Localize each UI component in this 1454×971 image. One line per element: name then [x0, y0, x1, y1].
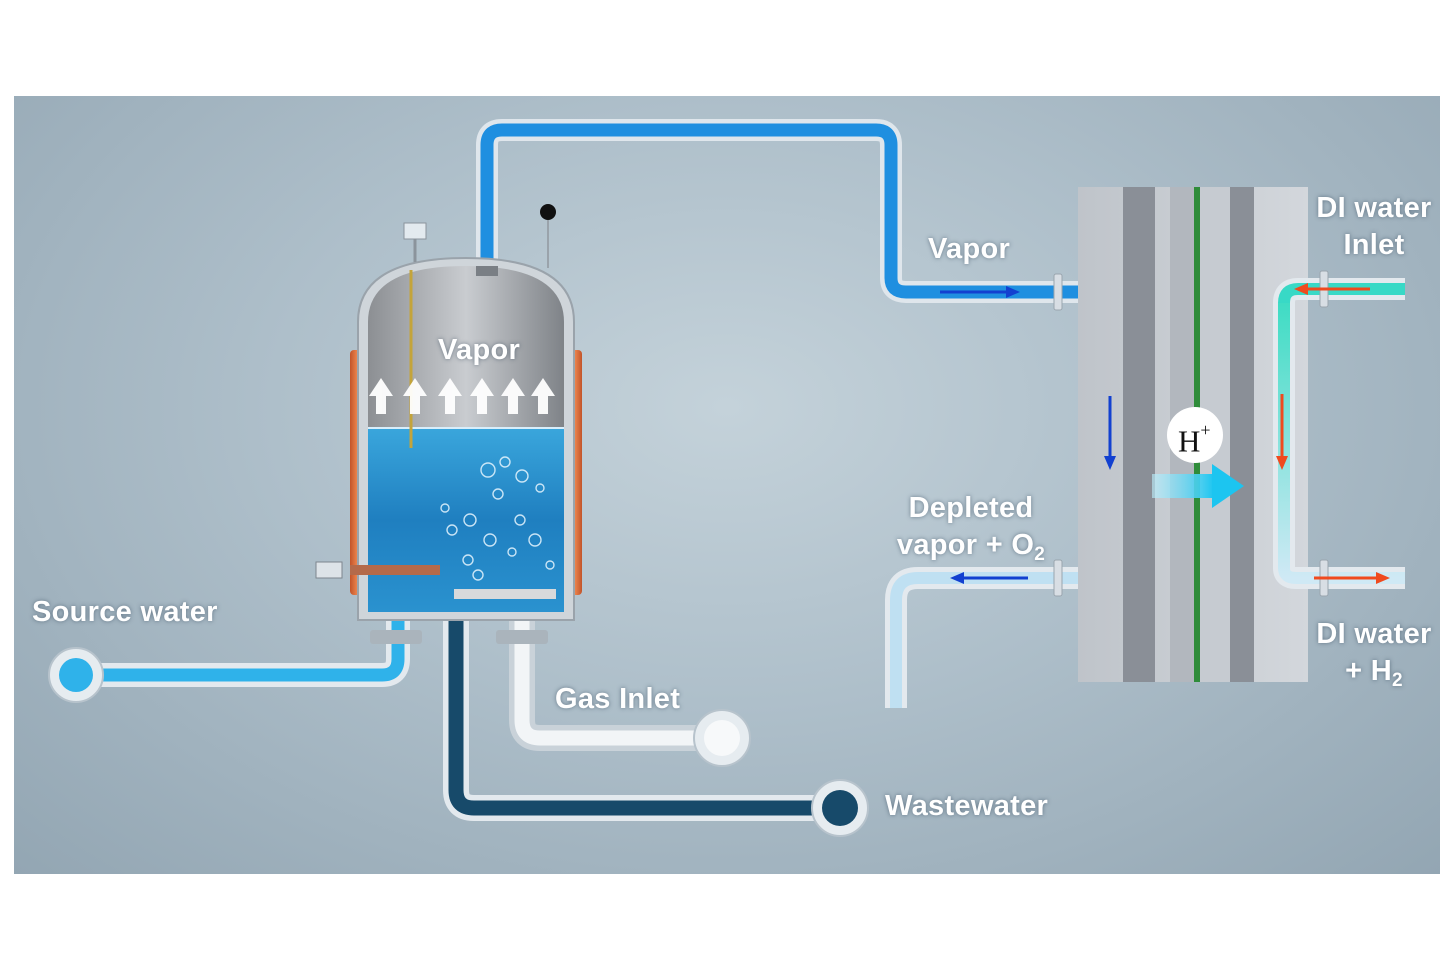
wastewater-label: Wastewater [885, 790, 1049, 822]
vapor-stream-label: Vapor [928, 233, 1011, 265]
vapor-flow-arrow [940, 286, 1116, 584]
water-volume [368, 428, 564, 612]
di-flow-arrow [1276, 283, 1390, 584]
vapor-rising-arrows [369, 378, 555, 414]
depleted-vapor-label: Depleted vapor + O2 [896, 492, 1046, 565]
vapor-arrow-icon [501, 378, 525, 414]
gas-inlet-label: Gas Inlet [555, 683, 681, 715]
bubbles [440, 456, 555, 581]
vapor-arrow-icon [531, 378, 555, 414]
proton-transport-arrow [1152, 407, 1244, 508]
evaporator-vessel [315, 204, 582, 621]
source-water-label: Source water [32, 596, 218, 628]
proton-label: H+ [1178, 420, 1211, 459]
vapor-arrow-icon [438, 378, 462, 414]
vapor-arrow-icon [369, 378, 393, 414]
proton-badge [1167, 407, 1223, 463]
source-water-pipe [48, 612, 422, 703]
vessel-vapor-label: Vapor [438, 334, 521, 366]
wastewater-pipe [443, 612, 869, 837]
di-water-h2-label: DI water + H2 [1316, 618, 1432, 691]
vapor-arrow-icon [470, 378, 494, 414]
di-water-inlet-label: DI water Inlet [1316, 192, 1432, 261]
gas-inlet-pipe [496, 612, 751, 767]
vapor-arrow-icon [403, 378, 427, 414]
